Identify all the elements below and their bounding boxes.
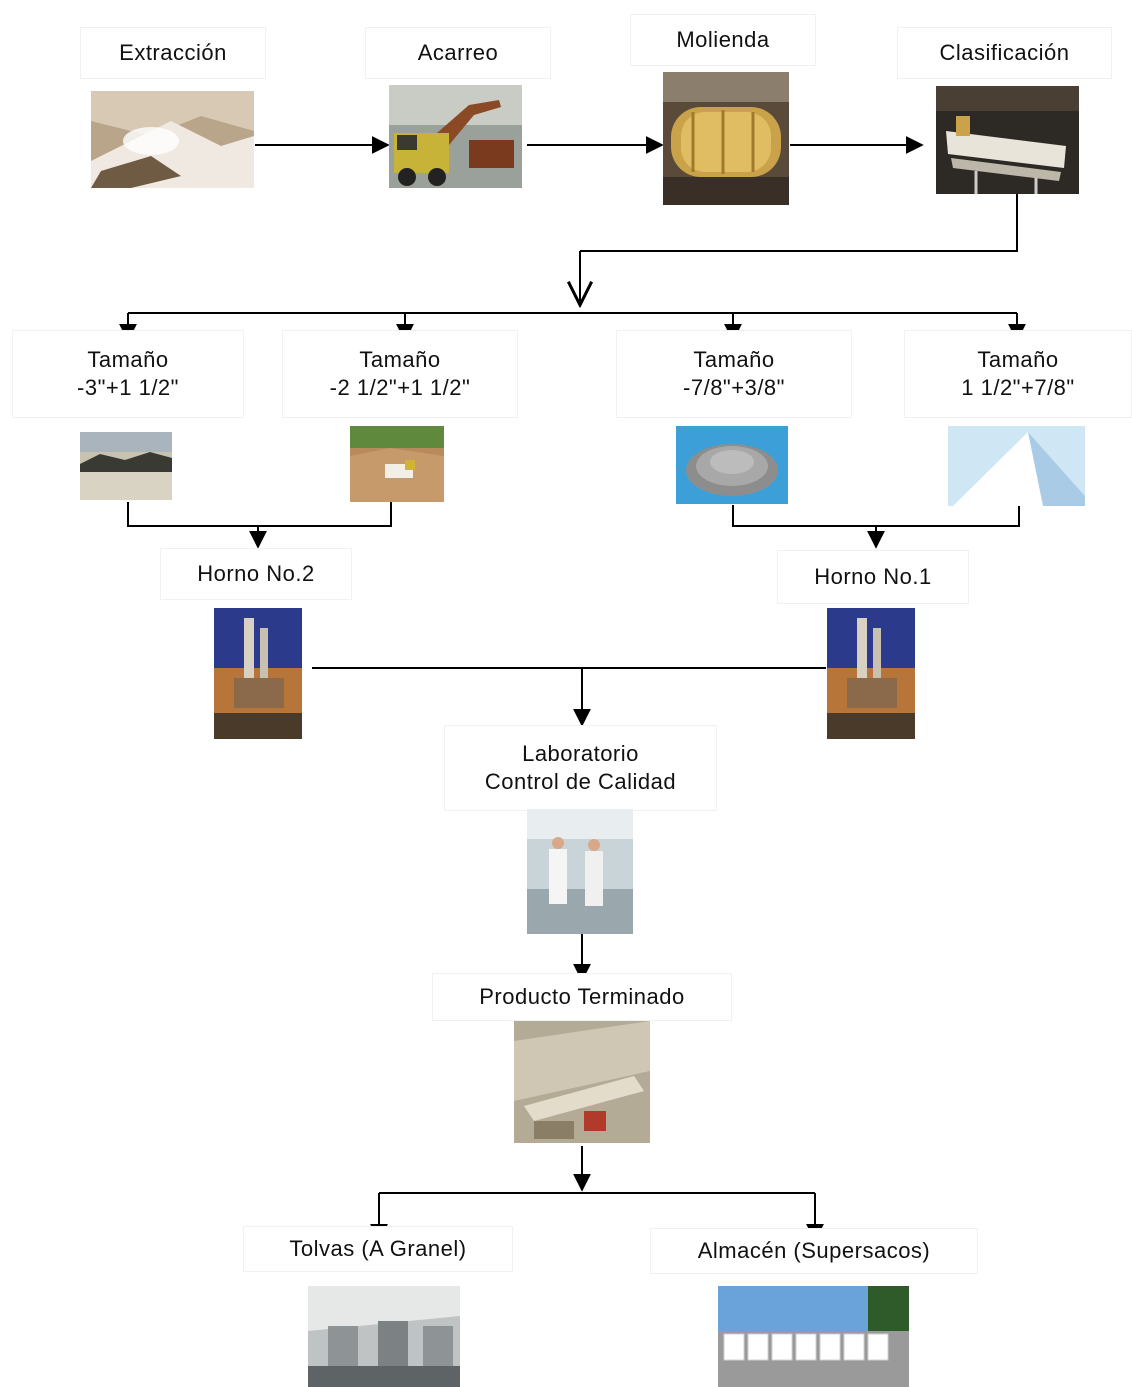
photo-clasificacion [936,86,1079,194]
photo-size-4 [948,426,1085,506]
label-molienda: Molienda [630,14,816,66]
label-laboratorio: Laboratorio Control de Calidad [444,725,717,811]
connector-sizes-horno2 [127,502,392,527]
photo-horno-2 [214,608,302,739]
label-producto-terminado: Producto Terminado [432,973,732,1021]
label-size-3: Tamaño -7/8"+3/8" [616,330,852,418]
label-horno-2: Horno No.2 [160,548,352,600]
label-size-2: Tamaño -2 1/2"+1 1/2" [282,330,518,418]
label-horno-1: Horno No.1 [777,550,969,604]
photo-horno-1 [827,608,915,739]
label-almacen: Almacén (Supersacos) [650,1228,978,1274]
photo-molienda [663,72,789,205]
label-acarreo: Acarreo [365,27,551,79]
photo-laboratorio [527,809,633,934]
label-clasificacion: Clasificación [897,27,1112,79]
label-size-1: Tamaño -3"+1 1/2" [12,330,244,418]
photo-tolvas [308,1286,460,1387]
photo-size-3 [676,426,788,504]
label-tolvas: Tolvas (A Granel) [243,1226,513,1272]
label-extraccion: Extracción [80,27,266,79]
photo-almacen [718,1286,909,1387]
connector-clasificacion-split [580,194,1018,252]
photo-acarreo [389,85,522,188]
photo-size-1 [80,432,172,500]
photo-extraccion [91,91,254,188]
photo-size-2 [350,426,444,502]
label-size-4: Tamaño 1 1/2"+7/8" [904,330,1132,418]
photo-producto-terminado [514,1021,650,1143]
connector-sizes-horno1 [732,505,1020,527]
